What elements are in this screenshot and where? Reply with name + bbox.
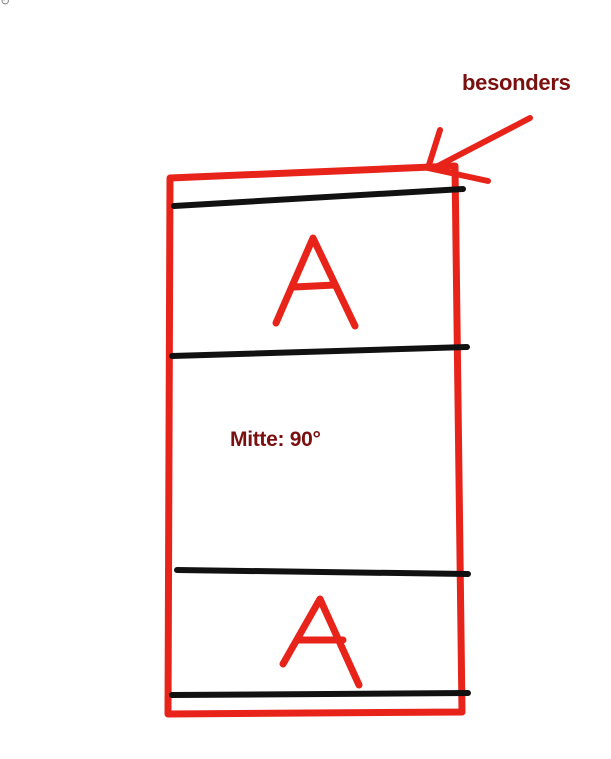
- section-letter-a-bottom: [279, 595, 363, 689]
- arrow-icon: [425, 115, 533, 184]
- black-line-2: [169, 344, 470, 359]
- section-letter-a-top: [272, 234, 359, 330]
- black-line-3: [174, 567, 471, 577]
- red-frame: [164, 162, 466, 718]
- corner-mark: ↻: [0, 0, 11, 8]
- black-line-1: [171, 186, 466, 209]
- center-label: Mitte: 90°: [230, 428, 321, 451]
- black-line-4: [169, 690, 471, 698]
- annotation-label: besonders: [462, 70, 571, 95]
